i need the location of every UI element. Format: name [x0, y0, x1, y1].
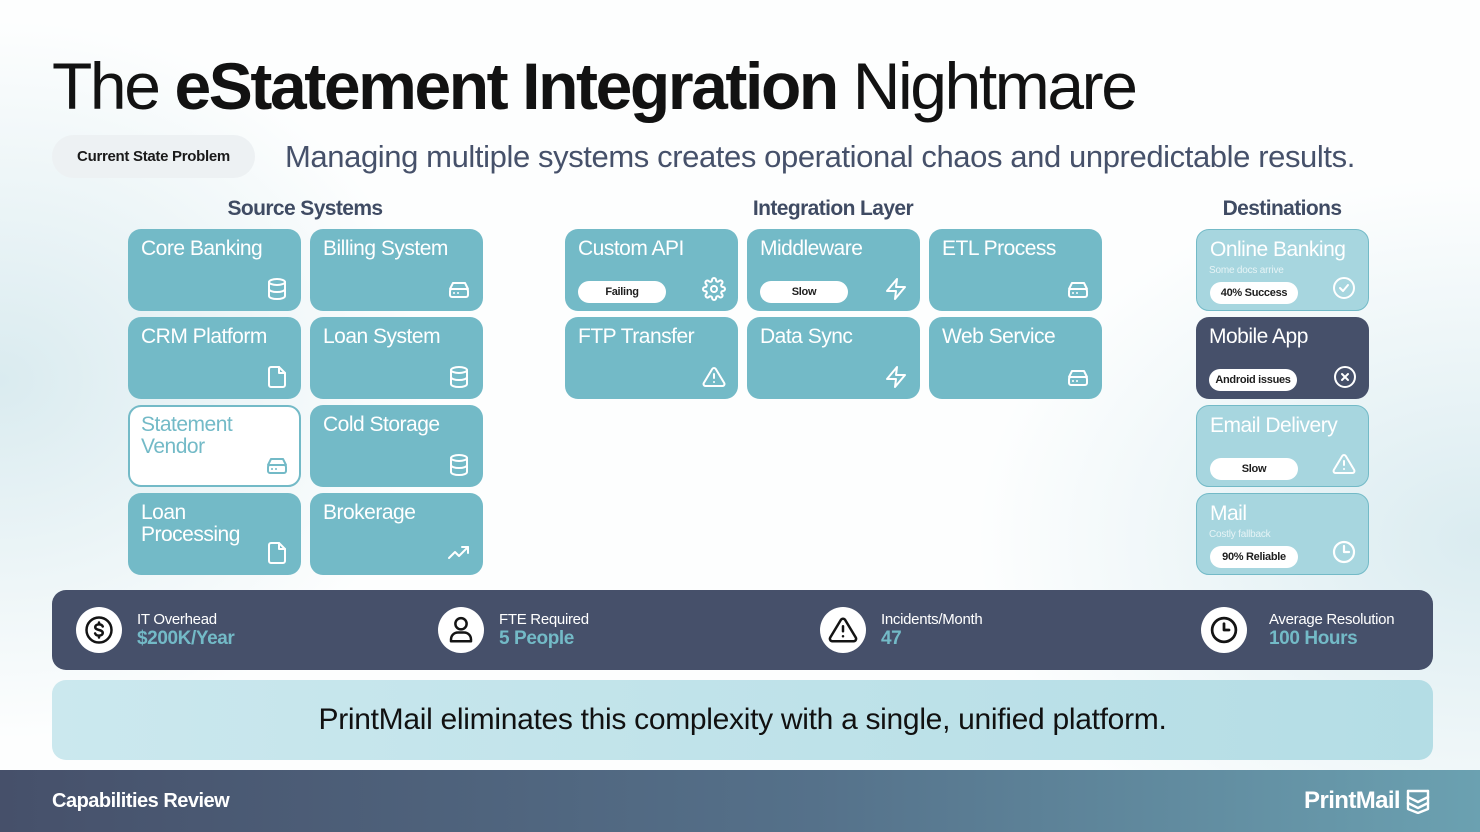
warning-icon [702, 365, 726, 389]
page-subtitle: Managing multiple systems creates operat… [285, 139, 1355, 174]
integration-card-etl-process: ETL Process [929, 229, 1102, 311]
status-badge: 90% Reliable [1210, 546, 1298, 568]
lightning-icon [884, 365, 908, 389]
server-icon [1066, 277, 1090, 301]
destination-card-email-delivery: Email Delivery Slow [1196, 405, 1369, 487]
clock-icon [1201, 607, 1247, 653]
destination-card-online-banking: Online Banking Some docs arrive 40% Succ… [1196, 229, 1369, 311]
status-tag: Current State Problem [52, 135, 255, 178]
status-badge: Slow [1210, 458, 1298, 480]
solution-banner: PrintMail eliminates this complexity wit… [52, 680, 1433, 760]
gear-icon [702, 277, 726, 301]
integration-card-custom-api: Custom API Failing [565, 229, 738, 311]
source-card-crm-platform: CRM Platform [128, 317, 301, 399]
x-circle-icon [1333, 365, 1357, 389]
page-title: The eStatement Integration Nightmare [52, 49, 1138, 123]
printmail-logo-icon [1406, 789, 1430, 814]
footer: Capabilities Review PrintMail [0, 770, 1480, 832]
dollar-icon [76, 607, 122, 653]
source-card-loan-system: Loan System [310, 317, 483, 399]
status-badge: Slow [760, 281, 848, 303]
person-icon [438, 607, 484, 653]
database-icon [265, 277, 289, 301]
destination-card-mobile-app: Mobile App Android issues [1196, 317, 1369, 399]
source-card-brokerage: Brokerage [310, 493, 483, 575]
file-icon [265, 365, 289, 389]
warning-icon [1332, 452, 1356, 476]
database-icon [447, 365, 471, 389]
destination-card-mail: Mail Costly fallback 90% Reliable [1196, 493, 1369, 575]
status-badge: Android issues [1209, 369, 1297, 391]
destinations-heading: Destinations [1222, 197, 1342, 220]
database-icon [447, 453, 471, 477]
source-card-core-banking: Core Banking [128, 229, 301, 311]
stats-bar: IT Overhead $200K/Year FTE Required 5 Pe… [52, 590, 1433, 670]
source-card-billing-system: Billing System [310, 229, 483, 311]
brand-name: PrintMail [1304, 787, 1401, 814]
integration-layer-heading: Integration Layer [752, 197, 914, 220]
lightning-icon [884, 277, 908, 301]
server-icon [265, 453, 289, 477]
integration-card-ftp-transfer: FTP Transfer [565, 317, 738, 399]
source-card-cold-storage: Cold Storage [310, 405, 483, 487]
integration-card-data-sync: Data Sync [747, 317, 920, 399]
warning-icon [820, 607, 866, 653]
source-card-statement-vendor: Statement Vendor [128, 405, 301, 487]
status-badge: Failing [578, 281, 666, 303]
integration-card-middleware: Middleware Slow [747, 229, 920, 311]
check-circle-icon [1332, 276, 1356, 300]
source-card-loan-processing: Loan Processing [128, 493, 301, 575]
integration-card-web-service: Web Service [929, 317, 1102, 399]
clock-icon [1332, 540, 1356, 564]
server-icon [447, 277, 471, 301]
status-badge: 40% Success [1210, 282, 1298, 304]
footer-section-label: Capabilities Review [52, 790, 230, 812]
file-icon [265, 541, 289, 565]
trending-up-icon [447, 541, 471, 565]
source-systems-heading: Source Systems [227, 197, 383, 220]
server-icon [1066, 365, 1090, 389]
